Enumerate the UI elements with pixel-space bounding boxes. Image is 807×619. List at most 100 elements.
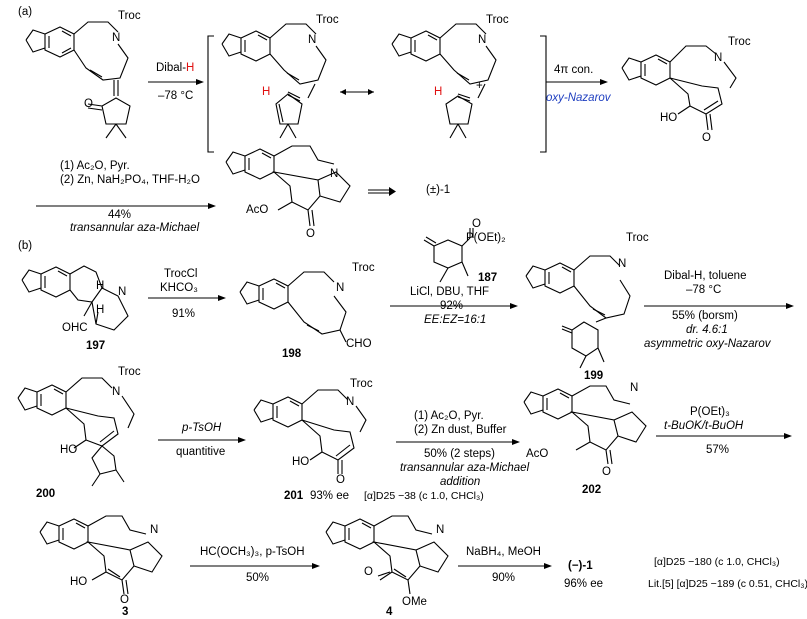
- step-b4-line1: p-TsOH: [182, 422, 222, 434]
- structure-200: [17, 377, 135, 487]
- compound-199: 199: [584, 370, 604, 382]
- step-b6-line1: P(OEt)₃: [690, 406, 730, 418]
- o-label-187: O: [472, 218, 481, 230]
- reaction-arrows: [36, 79, 794, 569]
- n-label-201: N: [346, 396, 355, 408]
- compound-4: 4: [386, 606, 393, 618]
- o-label-201: O: [336, 474, 345, 486]
- structure-4: [325, 515, 449, 595]
- step-b1-line2: KHCO₃: [160, 282, 198, 294]
- ho-label-3: HO: [70, 576, 88, 588]
- step-b8-line1: NaBH₄, MeOH: [466, 546, 541, 558]
- troc-label-199: Troc: [626, 232, 649, 244]
- compound-3: 3: [122, 606, 129, 618]
- ome-label-4: OMe: [402, 596, 427, 608]
- o-label-a1: O: [84, 98, 93, 110]
- aco-label-a5: AcO: [246, 204, 269, 216]
- structure-a-start: [25, 21, 131, 139]
- structure-198: [239, 271, 347, 343]
- bracket-left: [207, 35, 214, 153]
- structure-a-nazarov-product: [621, 45, 737, 131]
- structure-202: [523, 385, 647, 465]
- o-label-4: O: [364, 566, 373, 578]
- n-label-a5: N: [330, 168, 339, 180]
- step-b6-yield: 57%: [706, 444, 730, 456]
- n-label-202: N: [630, 382, 639, 394]
- compound-201: 201: [284, 490, 304, 502]
- step-a3-line1: (1) Ac₂O, Pyr.: [60, 160, 130, 172]
- step-b1-line1: TrocCl: [164, 268, 198, 280]
- step-a1-condition: –78 °C: [158, 90, 194, 102]
- part-a-label: (a): [18, 6, 33, 18]
- h-label-197a: H: [96, 280, 105, 292]
- step-b8-yield: 90%: [492, 572, 516, 584]
- cho-label-198: CHO: [346, 338, 372, 350]
- troc-label-a1: Troc: [118, 10, 141, 22]
- troc-label-200: Troc: [118, 366, 141, 378]
- ho-label-200: HO: [60, 444, 78, 456]
- step-b7-yield: 50%: [246, 572, 270, 584]
- n-label-a2: N: [308, 34, 317, 46]
- compound-200: 200: [36, 488, 56, 500]
- n-label-a3: N: [478, 34, 487, 46]
- n-label-4: N: [436, 524, 445, 536]
- step-b3-line1: Dibal-H, toluene: [664, 270, 747, 282]
- step-a2-reagent: 4π con.: [554, 64, 594, 76]
- ohc-label-197: OHC: [62, 322, 88, 334]
- step-b3-dr: dr. 4.6:1: [686, 324, 728, 336]
- step-b4-line2: quantitive: [176, 446, 226, 458]
- final-product: (−)-1: [568, 560, 593, 572]
- step-a3-yield: 44%: [108, 209, 132, 221]
- rotation-201: [α]D25 −38 (c 1.0, CHCl₃): [364, 490, 484, 502]
- plus-label-a3: +: [476, 80, 483, 92]
- o-label-202: O: [602, 466, 611, 478]
- step-b5-name2: addition: [440, 476, 481, 488]
- n-label-3: N: [150, 524, 159, 536]
- structure-a-intermediate-1: [221, 23, 327, 139]
- h-label-197b: H: [96, 304, 105, 316]
- final-ee: 96% ee: [564, 578, 604, 590]
- compound-198: 198: [282, 348, 302, 360]
- structure-a-aza-michael-product: [225, 145, 351, 227]
- step-a2-name: oxy-Nazarov: [546, 92, 611, 104]
- structure-199: [525, 255, 631, 369]
- compound-197: 197: [86, 340, 106, 352]
- literature-rotation: Lit.[5] [α]D25 −189 (c 0.51, CHCl₃): [648, 578, 807, 590]
- bracket-right: [540, 35, 547, 153]
- h-label-a2: H: [262, 86, 271, 98]
- step-b5-line2: (2) Zn dust, Buffer: [414, 424, 507, 436]
- structure-187: [423, 228, 474, 283]
- troc-label-a3: Troc: [486, 14, 509, 26]
- structure-a-intermediate-2: [391, 23, 497, 139]
- compound-187: 187: [478, 272, 498, 284]
- peto-label-187: P(OEt)₂: [466, 232, 506, 244]
- step-a1-reagent: Dibal-H: [156, 62, 195, 74]
- final-rotation: [α]D25 −180 (c 1.0, CHCl₃): [654, 556, 780, 568]
- n-label-197: N: [118, 286, 127, 298]
- step-b2-line1: LiCl, DBU, THF: [410, 286, 490, 298]
- ho-label-a4: HO: [660, 112, 678, 124]
- structure-201: [253, 389, 367, 474]
- h-label-a3: H: [434, 86, 443, 98]
- n-label-a1: N: [112, 32, 121, 44]
- compound-202: 202: [582, 484, 602, 496]
- step-b5-line1: (1) Ac₂O, Pyr.: [414, 410, 484, 422]
- resonance-arrow: [340, 89, 374, 95]
- o-label-a4: O: [702, 132, 711, 144]
- n-label-199: N: [618, 258, 627, 270]
- o-label-a5: O: [306, 228, 315, 240]
- o-label-3: O: [120, 594, 129, 606]
- step-a3-line2: (2) Zn, NaH₂PO₄, THF-H₂O: [60, 174, 200, 186]
- step-b3-name: asymmetric oxy-Nazarov: [644, 338, 771, 350]
- troc-label-198: Troc: [352, 262, 375, 274]
- step-b2-yield: 92%: [440, 300, 464, 312]
- aco-label-202: AcO: [526, 448, 549, 460]
- step-b7-line1: HC(OCH₃)₃, p-TsOH: [200, 546, 305, 558]
- ho-label-201: HO: [292, 456, 310, 468]
- troc-label-a4: Troc: [728, 36, 751, 48]
- step-b5-name1: transannular aza-Michael: [400, 462, 530, 474]
- n-label-a4: N: [714, 52, 723, 64]
- step-b5-yield: 50% (2 steps): [424, 448, 495, 460]
- step-b6-line2: t-BuOK/t-BuOH: [664, 420, 744, 432]
